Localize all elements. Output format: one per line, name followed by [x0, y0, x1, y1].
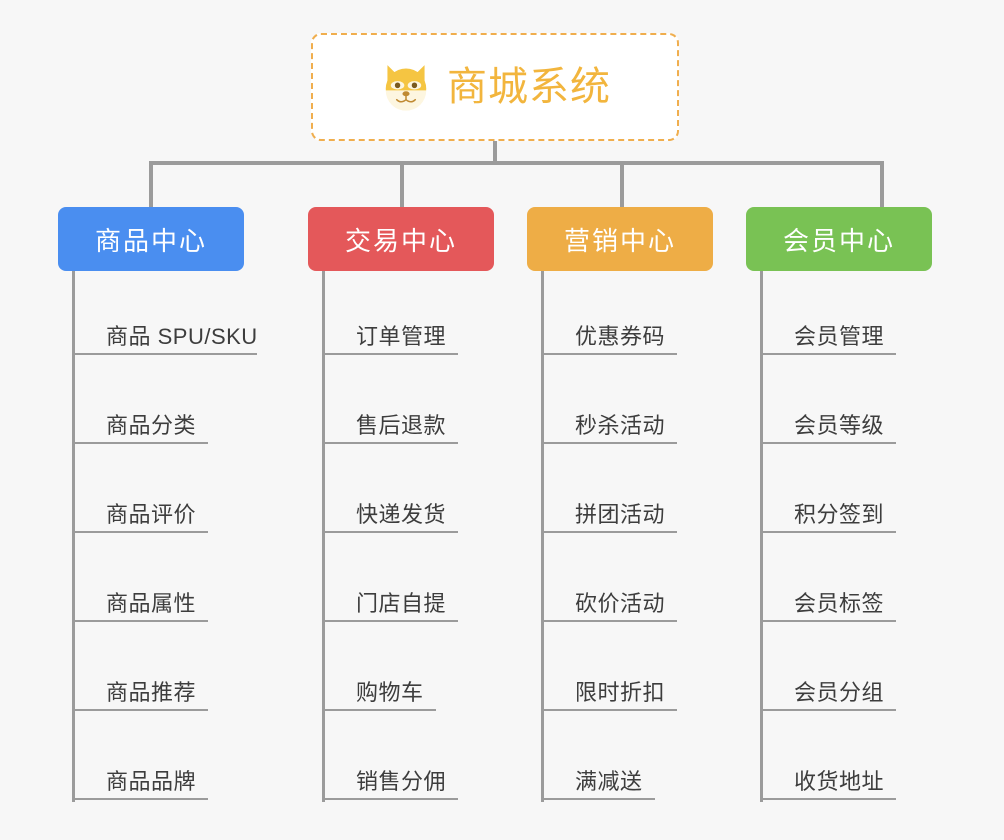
leaf-item-label: 商品评价: [106, 502, 197, 527]
leaf-item-label: 商品品牌: [106, 769, 197, 794]
leaf-item-underline: [541, 442, 677, 444]
root-stem-connector: [493, 141, 497, 164]
leaf-item-label: 会员管理: [794, 324, 885, 349]
leaf-item-underline: [541, 353, 677, 355]
category-drop-connector-3: [620, 161, 624, 207]
leaf-item-label: 积分签到: [794, 502, 885, 527]
leaf-item-underline: [322, 531, 458, 533]
leaf-item-label: 商品 SPU/SKU: [106, 324, 258, 349]
leaf-item-label: 拼团活动: [575, 502, 666, 527]
leaf-item-label: 砍价活动: [575, 591, 666, 616]
category-header-label: 会员中心: [782, 225, 895, 256]
leaf-item-underline: [541, 709, 677, 711]
category-header-label: 商品中心: [94, 225, 207, 256]
leaf-item-underline: [541, 798, 655, 800]
dog-face-icon: [379, 60, 433, 114]
leaf-item-label: 会员等级: [794, 413, 885, 438]
leaf-item-underline: [72, 798, 208, 800]
category-header-4[interactable]: 会员中心: [746, 207, 932, 271]
leaf-item-label: 满减送: [575, 769, 643, 794]
horizontal-bus-connector: [149, 161, 882, 165]
leaf-item-underline: [322, 442, 458, 444]
leaf-item-label: 商品属性: [106, 591, 197, 616]
branch-trunk-line: [541, 271, 544, 802]
branch-trunk-line: [72, 271, 75, 802]
leaf-item-underline: [72, 442, 208, 444]
leaf-item-label: 限时折扣: [575, 680, 666, 705]
leaf-item-underline: [322, 353, 458, 355]
leaf-item-underline: [541, 620, 677, 622]
root-node[interactable]: 商城系统: [311, 33, 679, 141]
leaf-item-label: 销售分佣: [356, 769, 447, 794]
leaf-item-label: 购物车: [356, 680, 424, 705]
leaf-item-underline: [72, 709, 208, 711]
leaf-item-label: 秒杀活动: [575, 413, 666, 438]
leaf-item-label: 售后退款: [356, 413, 447, 438]
branch-trunk-line: [760, 271, 763, 802]
leaf-item-label: 收货地址: [794, 769, 885, 794]
category-header-label: 营销中心: [563, 225, 676, 256]
leaf-item-label: 会员标签: [794, 591, 885, 616]
leaf-item-underline: [322, 709, 436, 711]
category-drop-connector-1: [149, 161, 153, 207]
leaf-item-label: 快递发货: [356, 502, 447, 527]
leaf-item-underline: [760, 620, 896, 622]
category-drop-connector-2: [400, 161, 404, 207]
leaf-item-underline: [72, 353, 257, 355]
leaf-item-label: 会员分组: [794, 680, 885, 705]
leaf-item-label: 门店自提: [356, 591, 447, 616]
category-header-label: 交易中心: [344, 225, 457, 256]
leaf-item-underline: [760, 798, 896, 800]
leaf-item-label: 商品推荐: [106, 680, 197, 705]
leaf-item-underline: [760, 709, 896, 711]
leaf-item-underline: [72, 531, 208, 533]
category-header-3[interactable]: 营销中心: [527, 207, 713, 271]
leaf-item-underline: [541, 531, 677, 533]
leaf-item-underline: [72, 620, 208, 622]
leaf-item-underline: [760, 442, 896, 444]
root-title: 商城系统: [447, 65, 611, 109]
leaf-item-underline: [760, 353, 896, 355]
leaf-item-underline: [760, 531, 896, 533]
leaf-item-label: 商品分类: [106, 413, 197, 438]
leaf-item-label: 订单管理: [356, 324, 447, 349]
leaf-item-underline: [322, 798, 458, 800]
category-drop-connector-4: [880, 161, 884, 207]
branch-trunk-line: [322, 271, 325, 802]
category-header-2[interactable]: 交易中心: [308, 207, 494, 271]
leaf-item-underline: [322, 620, 458, 622]
leaf-item-label: 优惠券码: [575, 324, 666, 349]
category-header-1[interactable]: 商品中心: [58, 207, 244, 271]
